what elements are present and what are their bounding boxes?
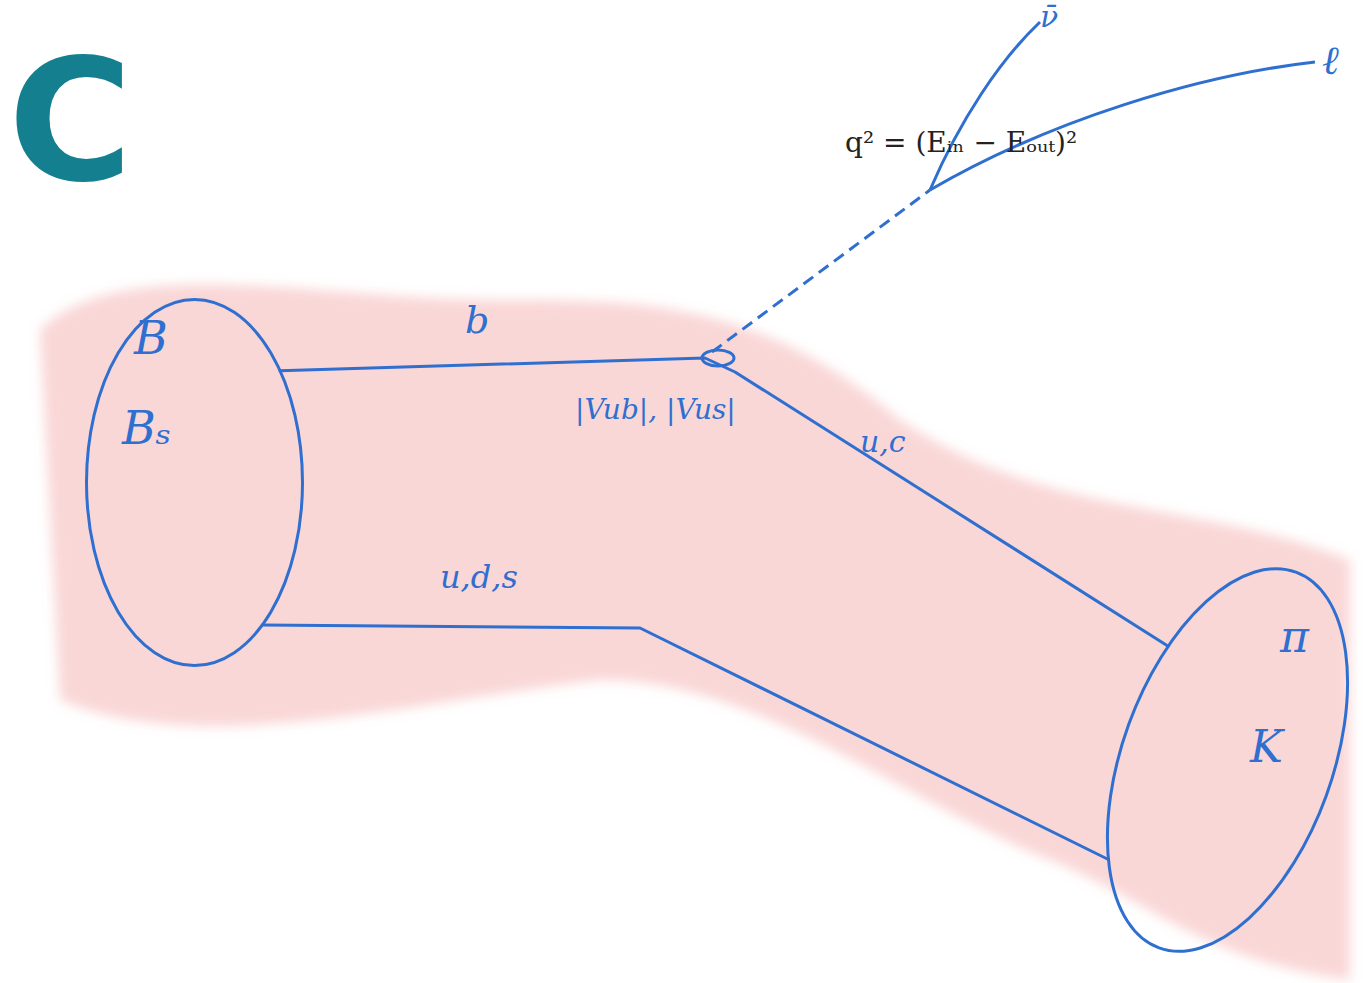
final-meson-ellipse: πK <box>1100 555 1355 965</box>
ellipse-outline <box>82 295 307 670</box>
meson-symbol: Bₛ <box>122 405 171 451</box>
meson-symbol: π <box>1280 615 1309 659</box>
quark-label: u,d,s <box>440 560 518 595</box>
ellipse-outline <box>1100 555 1355 965</box>
w-boson-line <box>712 190 930 352</box>
antineutrino-line <box>930 22 1040 190</box>
ellipse-path <box>87 300 303 666</box>
quark-line <box>262 625 1108 860</box>
ellipse-path <box>1060 536 1363 983</box>
quark-line <box>280 358 1168 646</box>
lepton-line <box>930 62 1315 190</box>
meson-symbol: K <box>1250 725 1283 769</box>
particle-label: u,c <box>860 425 906 458</box>
formula-label: q² = (Eᵢₙ − Eₒᵤₜ)² <box>845 128 1077 159</box>
initial-meson-ellipse: B Bₛ <box>82 295 307 670</box>
particle-label: |Vub|, |Vus| <box>575 395 736 426</box>
particle-label: b <box>465 300 489 342</box>
particle-label: ν̄ <box>1040 0 1058 33</box>
title-letter: C <box>8 28 133 215</box>
particle-label: ℓ <box>1322 38 1339 82</box>
meson-symbol: B <box>134 315 168 361</box>
hadron-band <box>40 285 1350 980</box>
